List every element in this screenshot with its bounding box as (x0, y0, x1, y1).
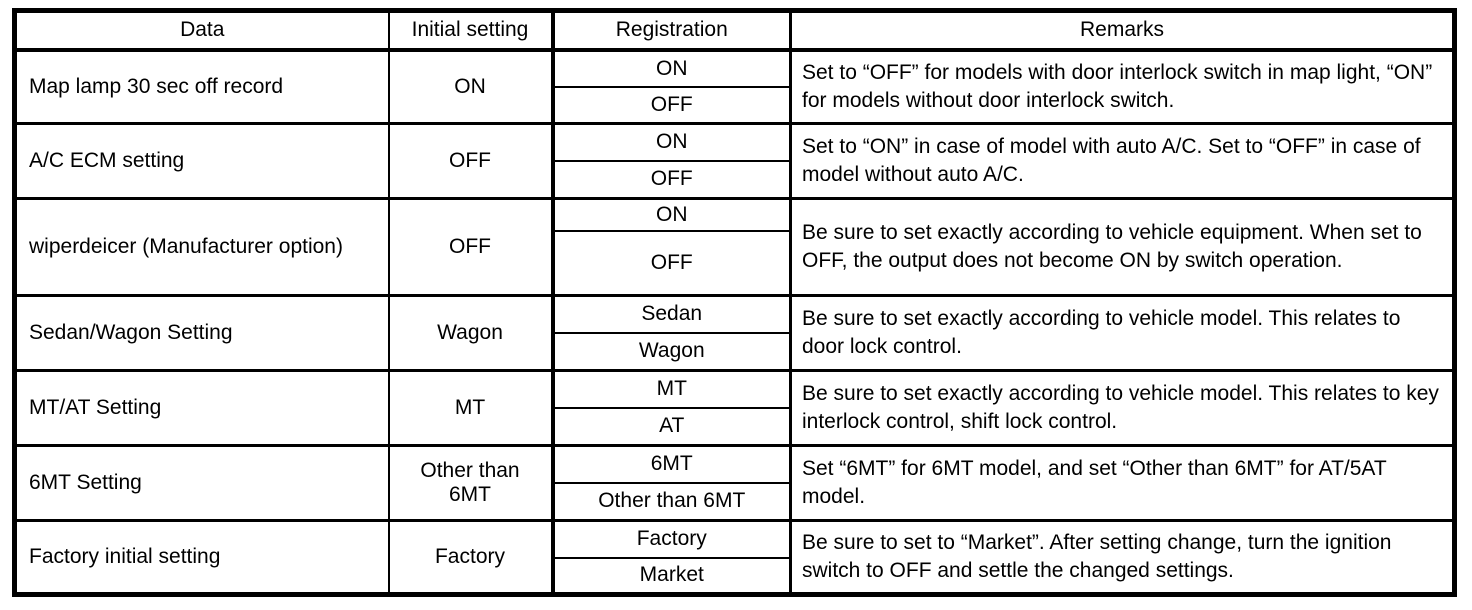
registration-option-2: OFF (552, 230, 792, 297)
table-row: MT/AT Setting MT MT Be sure to set exact… (14, 370, 1455, 447)
header-row: Data Initial setting Registration Remark… (14, 10, 1455, 52)
registration-option-2: OFF (552, 160, 792, 200)
registration-option-2: Wagon (552, 332, 792, 372)
data-cell: 6MT Setting (14, 445, 390, 522)
remarks-cell: Be sure to set exactly according to vehi… (790, 198, 1455, 297)
document-page: Data Initial setting Registration Remark… (12, 8, 1457, 597)
registration-option-1: MT (552, 370, 792, 409)
table-subrow: OFF (15, 160, 1455, 200)
initial-setting-cell: ON (388, 49, 555, 125)
registration-option-1: Sedan (552, 295, 792, 334)
table-subrow: Wagon (15, 332, 1455, 372)
data-cell: Factory initial setting (14, 520, 390, 595)
column-header-remarks: Remarks (790, 10, 1455, 52)
registration-option-1: 6MT (552, 445, 792, 484)
initial-setting-cell: MT (388, 370, 555, 447)
data-cell: A/C ECM setting (14, 123, 390, 200)
initial-setting-cell: Other than 6MT (388, 445, 555, 522)
table-subrow: Other than 6MT (15, 482, 1455, 522)
table-row: A/C ECM setting OFF ON Set to “ON” in ca… (14, 123, 1455, 200)
table-row: 6MT Setting Other than 6MT 6MT Set “6MT”… (14, 445, 1455, 522)
table-subrow: OFF (15, 86, 1455, 125)
column-header-registration: Registration (552, 10, 792, 52)
registration-option-2: Other than 6MT (552, 482, 792, 522)
remarks-cell: Set to “ON” in case of model with auto A… (790, 123, 1455, 200)
registration-option-1: ON (552, 198, 792, 232)
remarks-cell: Be sure to set exactly according to vehi… (790, 370, 1455, 447)
registration-option-1: ON (552, 123, 792, 162)
settings-table: Data Initial setting Registration Remark… (12, 8, 1457, 597)
registration-option-2: AT (552, 407, 792, 447)
column-header-data: Data (14, 10, 390, 52)
initial-setting-cell: OFF (388, 123, 555, 200)
data-cell: MT/AT Setting (14, 370, 390, 447)
table-subrow: OFF (15, 230, 1455, 297)
remarks-cell: Set to “OFF” for models with door interl… (790, 49, 1455, 125)
registration-option-2: OFF (552, 86, 792, 125)
table-subrow: Market (15, 557, 1455, 595)
registration-option-1: Factory (552, 520, 792, 559)
data-cell: wiperdeicer (Manufacturer option) (14, 198, 390, 297)
table-row: Map lamp 30 sec off record ON ON Set to … (14, 49, 1455, 125)
table-row: wiperdeicer (Manufacturer option) OFF ON… (14, 198, 1455, 297)
remarks-cell: Be sure to set exactly according to vehi… (790, 295, 1455, 372)
data-cell: Sedan/Wagon Setting (14, 295, 390, 372)
registration-option-1: ON (552, 49, 792, 88)
initial-setting-cell: Factory (388, 520, 555, 595)
initial-setting-cell: OFF (388, 198, 555, 297)
initial-setting-cell: Wagon (388, 295, 555, 372)
remarks-cell: Set “6MT” for 6MT model, and set “Other … (790, 445, 1455, 522)
remarks-cell: Be sure to set to “Market”. After settin… (802, 531, 1392, 582)
table-row: Factory initial setting Factory Factory … (14, 520, 1455, 595)
table-subrow: AT (15, 407, 1455, 447)
registration-option-2: Market (552, 557, 792, 595)
table-row: Sedan/Wagon Setting Wagon Sedan Be sure … (14, 295, 1455, 372)
column-header-initial-setting: Initial setting (388, 10, 555, 52)
data-cell: Map lamp 30 sec off record (14, 49, 390, 125)
